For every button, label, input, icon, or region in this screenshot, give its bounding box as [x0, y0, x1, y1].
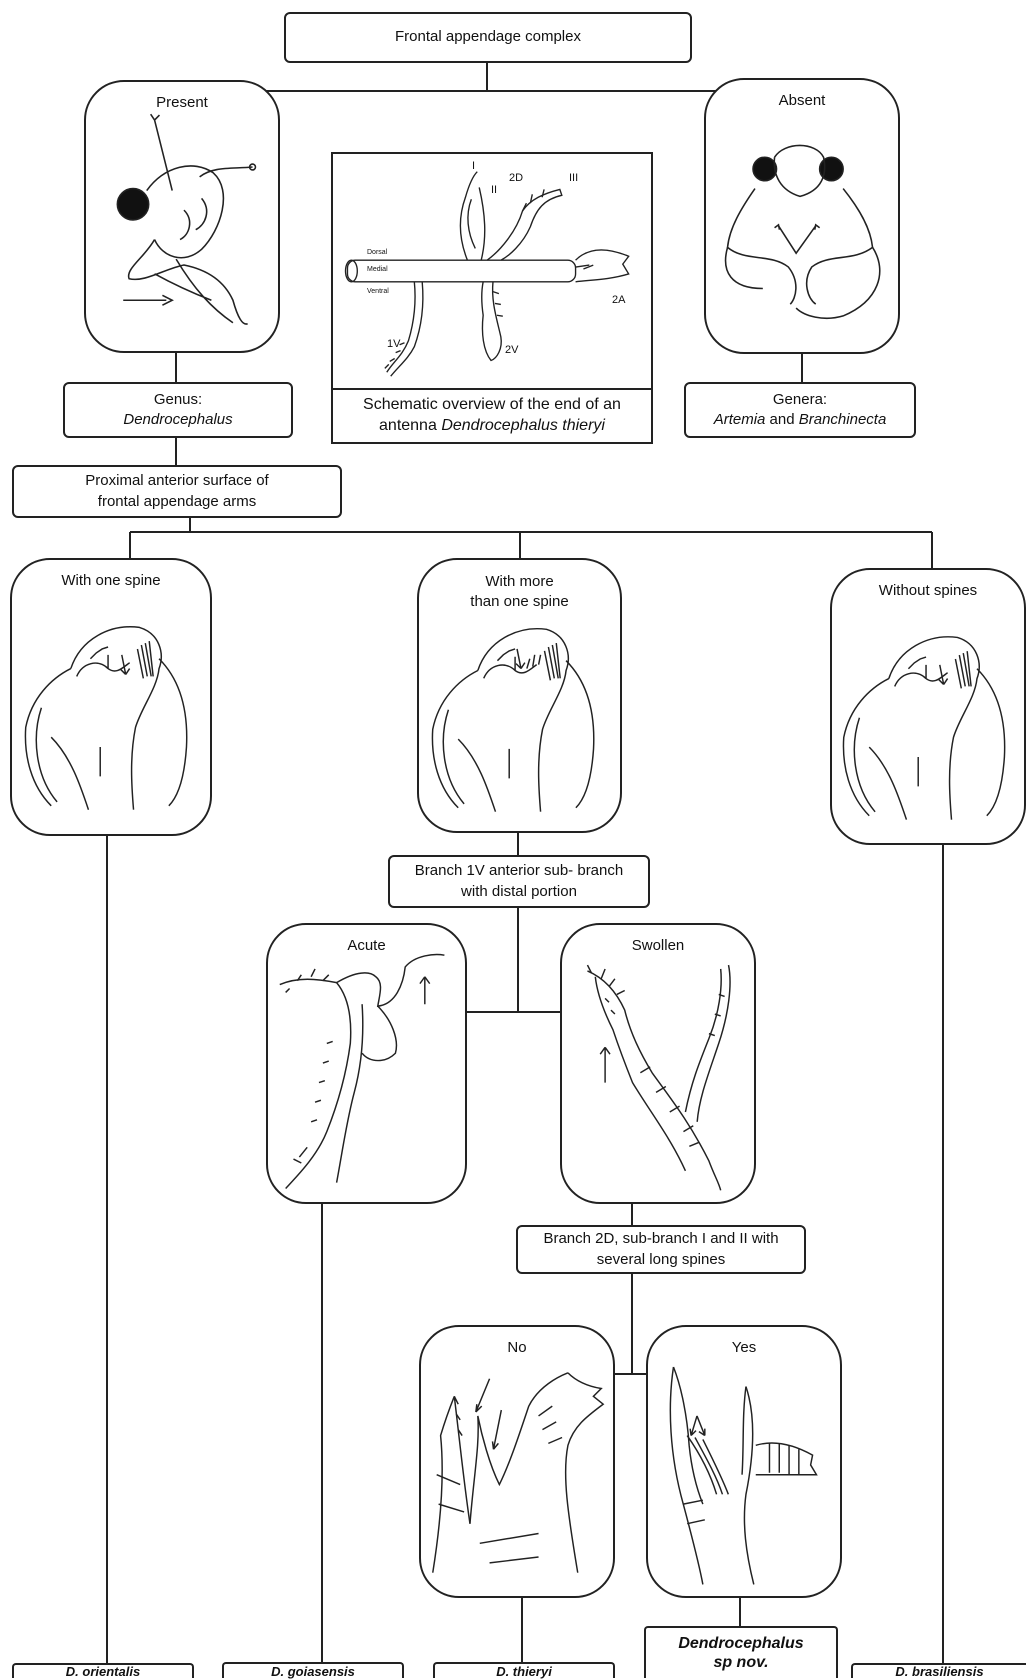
proximal-line2: frontal appendage arms: [97, 492, 257, 510]
species-d-brasiliensis: D. brasiliensis: [851, 1663, 1026, 1679]
swollen-illustration: [586, 964, 731, 1191]
panel-absent: Absent: [704, 78, 900, 354]
schematic-caption-line1: Schematic overview of the end of an: [363, 396, 621, 414]
label-2V: 2V: [505, 344, 519, 356]
panel-yes-title: Yes: [731, 1339, 757, 1356]
label-II: II: [491, 184, 498, 196]
present-head-illustration: [116, 113, 257, 325]
branch-2d-box: Branch 2D, sub-branch I and II with seve…: [516, 1225, 806, 1274]
panel-present-title: Present: [156, 94, 208, 111]
label-1V: 1V: [387, 338, 401, 350]
schematic-caption: Schematic overview of the end of an ante…: [331, 388, 653, 444]
without-spines-illustration: [842, 636, 1006, 820]
more-spines-line1: With more: [485, 573, 554, 590]
genus-heading: Genus:: [153, 390, 203, 408]
root-node: Frontal appendage complex: [284, 12, 692, 63]
proximal-surface-box: Proximal anterior surface of frontal app…: [12, 465, 342, 518]
more-spines-line2: than one spine: [470, 592, 569, 610]
antenna-schematic-illustration: [344, 171, 630, 377]
absent-head-illustration: [724, 144, 881, 320]
species-d-thieryi: D. thieryi: [433, 1662, 615, 1679]
panel-absent-title: Absent: [778, 92, 826, 109]
label-ventral: Ventral: [367, 288, 389, 295]
species-d-thieryi-label: D. thieryi: [496, 1664, 552, 1679]
panel-more-spines-title: With more than one spine: [419, 572, 620, 611]
genus-box: Genus: Dendrocephalus: [63, 382, 293, 438]
panel-swollen: Swollen: [560, 923, 756, 1204]
panel-acute: Acute: [266, 923, 467, 1204]
branch-1v-line2: with distal portion: [461, 882, 577, 900]
yes-illustration: [669, 1366, 818, 1585]
one-spine-illustration: [24, 626, 188, 810]
label-III: III: [569, 172, 579, 184]
panel-swollen-title: Swollen: [631, 937, 685, 954]
genera-name-branchinecta: Branchinecta: [798, 411, 887, 428]
panel-one-spine-title: With one spine: [61, 572, 161, 589]
panel-without-spines: Without spines: [830, 568, 1026, 845]
genera-name-artemia: Artemia: [713, 411, 766, 428]
branch-2d-line2: several long spines: [596, 1250, 726, 1268]
species-d-goiasensis: D. goiasensis: [222, 1662, 404, 1679]
proximal-line1: Proximal anterior surface of: [85, 472, 269, 490]
branch-1v-line1: Branch 1V anterior sub- branch: [414, 862, 624, 880]
genera-names: Artemia and Branchinecta: [714, 410, 887, 430]
panel-present: Present: [84, 80, 280, 353]
species-sp-nov-line1: Dendrocephalus: [678, 1634, 804, 1652]
branch-2d-line1: Branch 2D, sub-branch I and II with: [543, 1230, 779, 1248]
species-d-orientalis: D. orientalis: [12, 1663, 194, 1679]
label-2D: 2D: [509, 172, 524, 184]
species-dendrocephalus-sp-nov: Dendrocephalus sp nov.: [644, 1626, 838, 1678]
panel-acute-title: Acute: [347, 937, 386, 954]
panel-yes: Yes: [646, 1325, 842, 1598]
panel-with-more-spines: With more than one spine: [417, 558, 622, 833]
genera-heading: Genera:: [772, 390, 828, 408]
schematic-caption-line2: antenna Dendrocephalus thieryi: [379, 416, 605, 437]
genera-box: Genera: Artemia and Branchinecta: [684, 382, 916, 438]
more-spines-illustration: [431, 627, 595, 812]
species-sp-nov-line2: sp nov.: [713, 1654, 769, 1671]
acute-illustration: [279, 953, 445, 1189]
panel-no: No: [419, 1325, 615, 1598]
label-medial: Medial: [367, 266, 388, 273]
panel-no-title: No: [507, 1339, 527, 1356]
genera-and: and: [769, 411, 795, 428]
panel-without-spines-title: Without spines: [878, 582, 978, 599]
panel-with-one-spine: With one spine: [10, 558, 212, 836]
species-d-brasiliensis-label: D. brasiliensis: [895, 1664, 984, 1679]
schematic-caption-prefix: antenna: [379, 417, 437, 434]
schematic-frame: I II 2D III Dorsal Medial Ventral 2A 1V …: [331, 152, 653, 390]
label-I: I: [472, 160, 476, 172]
no-illustration: [432, 1372, 605, 1573]
label-2A: 2A: [612, 294, 626, 306]
root-label: Frontal appendage complex: [395, 28, 581, 46]
genus-name: Dendrocephalus: [123, 411, 233, 428]
schematic-caption-species: Dendrocephalus thieryi: [441, 417, 605, 434]
species-d-goiasensis-label: D. goiasensis: [271, 1664, 355, 1679]
label-dorsal: Dorsal: [367, 249, 388, 256]
branch-1v-box: Branch 1V anterior sub- branch with dist…: [388, 855, 650, 908]
species-d-orientalis-label: D. orientalis: [65, 1664, 141, 1679]
